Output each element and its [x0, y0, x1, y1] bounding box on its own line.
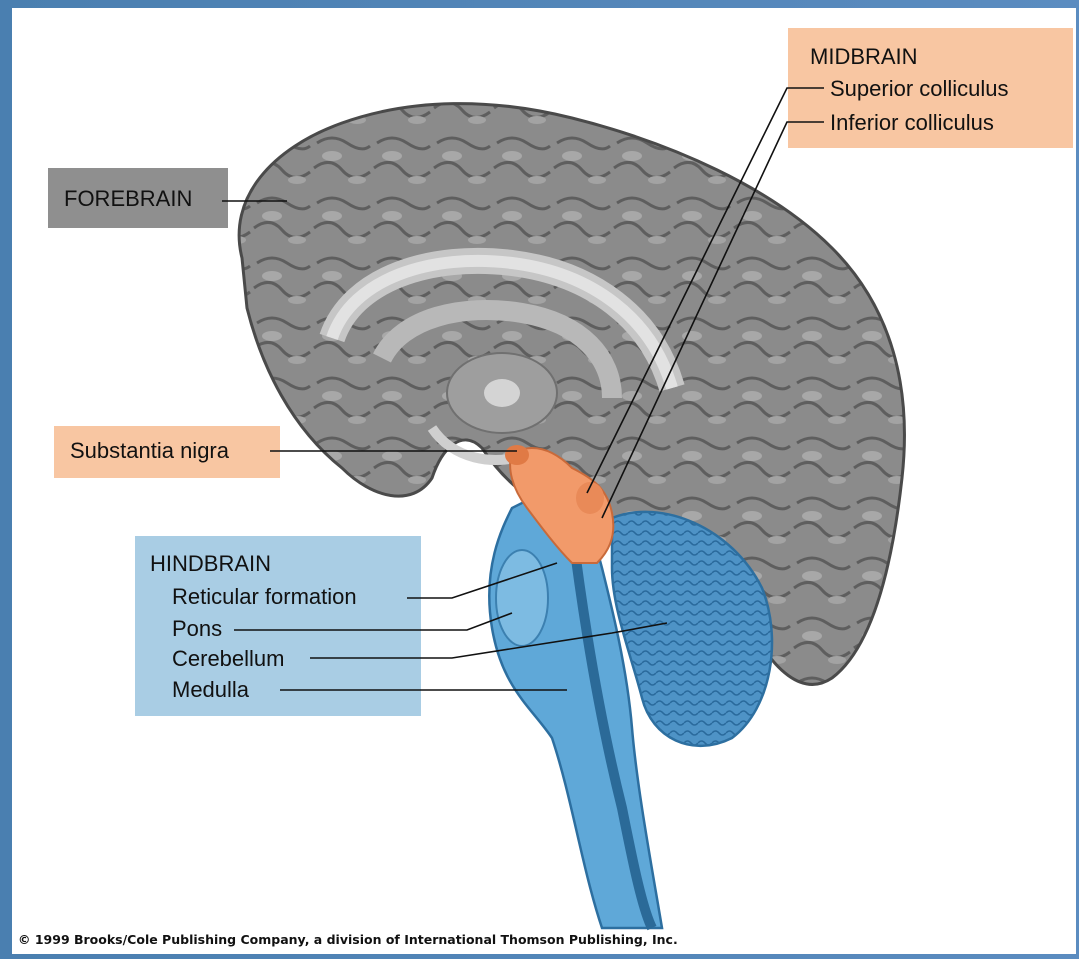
diagram-canvas: FOREBRAIN MIDBRAIN Superior colliculus I…: [12, 8, 1076, 954]
pons-label: Pons: [172, 616, 222, 642]
cerebellum-label: Cerebellum: [172, 646, 285, 672]
brain-illustration: [12, 8, 1076, 954]
inferior-colliculus-label: Inferior colliculus: [830, 110, 994, 136]
midbrain-label: MIDBRAIN: [810, 44, 918, 70]
superior-colliculus-label: Superior colliculus: [830, 76, 1009, 102]
medulla-label: Medulla: [172, 677, 249, 703]
substantia-nigra-label: Substantia nigra: [70, 438, 229, 464]
reticular-formation-label: Reticular formation: [172, 584, 357, 610]
hindbrain-label: HINDBRAIN: [150, 551, 271, 577]
copyright-notice: © 1999 Brooks/Cole Publishing Company, a…: [18, 932, 678, 947]
forebrain-label: FOREBRAIN: [64, 186, 192, 212]
